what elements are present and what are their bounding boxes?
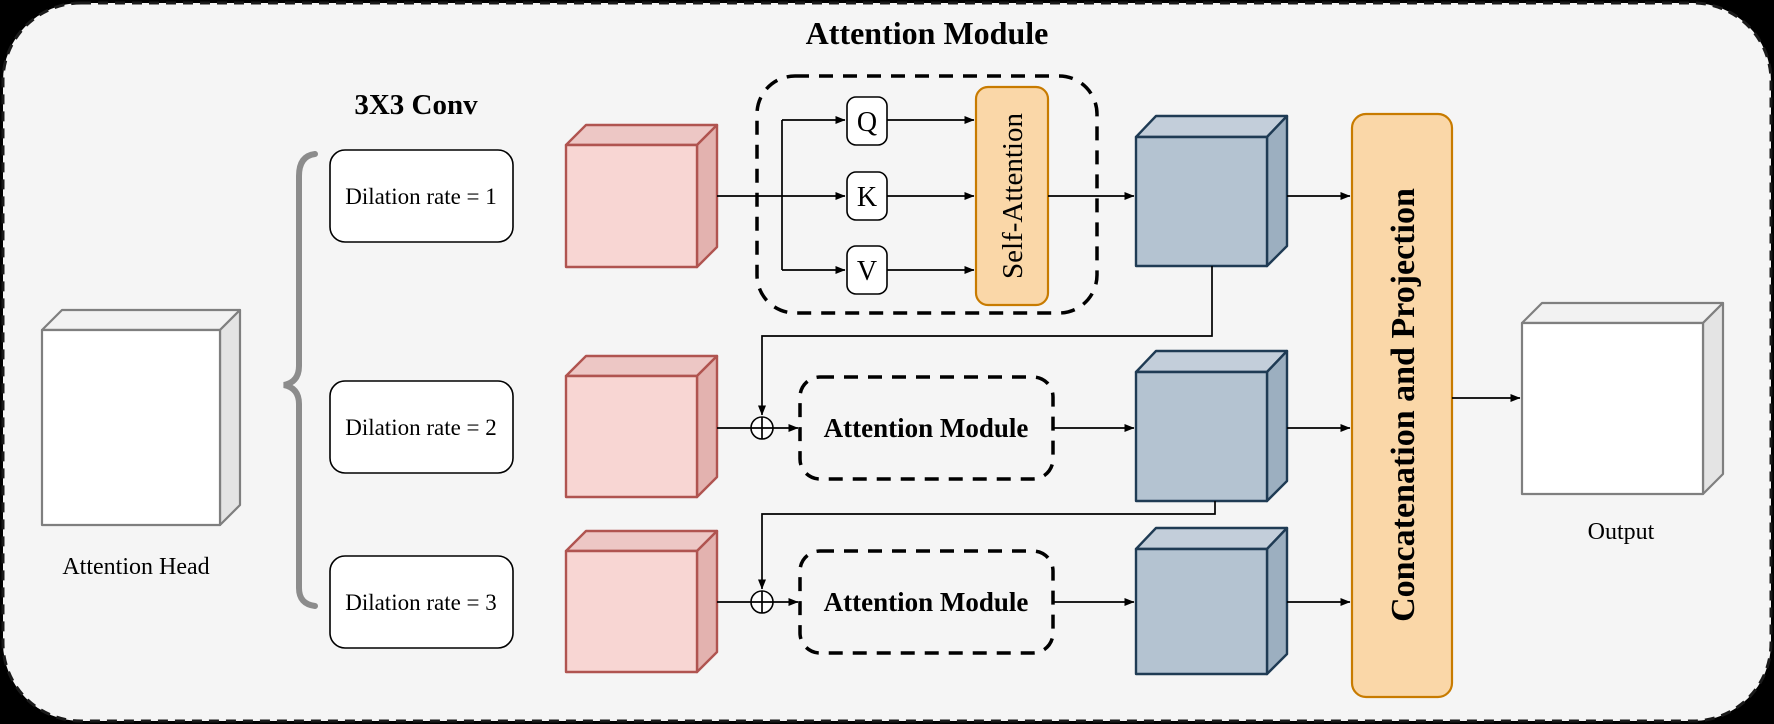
conv-cube-1-top xyxy=(564,123,719,147)
feature-cube-3-top xyxy=(1134,526,1289,551)
attention-head-cube-top xyxy=(40,308,242,332)
output-cube-side xyxy=(1701,301,1725,496)
conv-cube-3-front xyxy=(564,549,699,674)
conv-cube-2 xyxy=(564,354,719,499)
skip-wire-row2-to-sum3 xyxy=(758,501,1216,590)
conv-cube-1 xyxy=(564,123,719,269)
dilation-box-2 xyxy=(329,380,514,474)
dilation-box-1 xyxy=(329,149,514,243)
self-attention-label: Self-Attention xyxy=(997,113,1029,279)
self-attention-module-box xyxy=(755,74,1099,315)
feature-cube-2 xyxy=(1134,349,1289,503)
dilation-box-3 xyxy=(329,555,514,649)
k-label: K xyxy=(857,182,877,213)
feature-cube-1-front xyxy=(1134,135,1269,268)
feature-cube-2-front xyxy=(1134,370,1269,503)
q-label: Q xyxy=(857,107,877,138)
skip-wire-row1-to-sum2 xyxy=(758,266,1213,416)
feature-cube-1-top xyxy=(1134,114,1289,139)
conv-cube-2-top xyxy=(564,354,719,378)
diagram-title: Attention Module xyxy=(806,15,1049,51)
feature-cube-3 xyxy=(1134,526,1289,676)
concat-projection-label: Concatenation and Projection xyxy=(1385,188,1422,622)
output-cube-front xyxy=(1520,321,1705,496)
conv-cube-3 xyxy=(564,529,719,674)
conv-cube-1-side xyxy=(695,123,719,269)
feature-cube-2-side xyxy=(1265,349,1289,503)
v-label: V xyxy=(857,256,877,287)
sum-node-3 xyxy=(750,590,774,614)
conv-cube-1-front xyxy=(564,143,699,269)
attention-module-label-2: Attention Module xyxy=(824,413,1029,443)
feature-cube-2-top xyxy=(1134,349,1289,374)
conv-group-title: 3X3 Conv xyxy=(354,89,478,121)
concat-projection-box xyxy=(1350,112,1454,699)
q-box xyxy=(846,96,888,146)
attention-head-label: Attention Head xyxy=(62,554,209,580)
dilation-label-1: Dilation rate = 1 xyxy=(345,184,497,209)
output-label: Output xyxy=(1588,519,1655,545)
attention-head-cube-side xyxy=(218,308,242,527)
dilation-label-2: Dilation rate = 2 xyxy=(345,415,497,440)
conv-cube-2-side xyxy=(695,354,719,499)
dilation-label-3: Dilation rate = 3 xyxy=(345,590,497,615)
feature-cube-1-side xyxy=(1265,114,1289,268)
brace xyxy=(283,151,318,609)
conv-cube-2-front xyxy=(564,374,699,499)
attention-head-cube-front xyxy=(40,328,222,527)
feature-cube-3-side xyxy=(1265,526,1289,676)
feature-cube-1 xyxy=(1134,114,1289,268)
output-cube xyxy=(1520,301,1725,496)
conv-cube-3-top xyxy=(564,529,719,553)
conv-cube-3-side xyxy=(695,529,719,674)
output-cube-top xyxy=(1520,301,1725,325)
sum-node-2 xyxy=(750,416,774,440)
attention-module-label-3: Attention Module xyxy=(824,587,1029,617)
attention-head-cube xyxy=(40,308,242,527)
feature-cube-3-front xyxy=(1134,547,1269,676)
